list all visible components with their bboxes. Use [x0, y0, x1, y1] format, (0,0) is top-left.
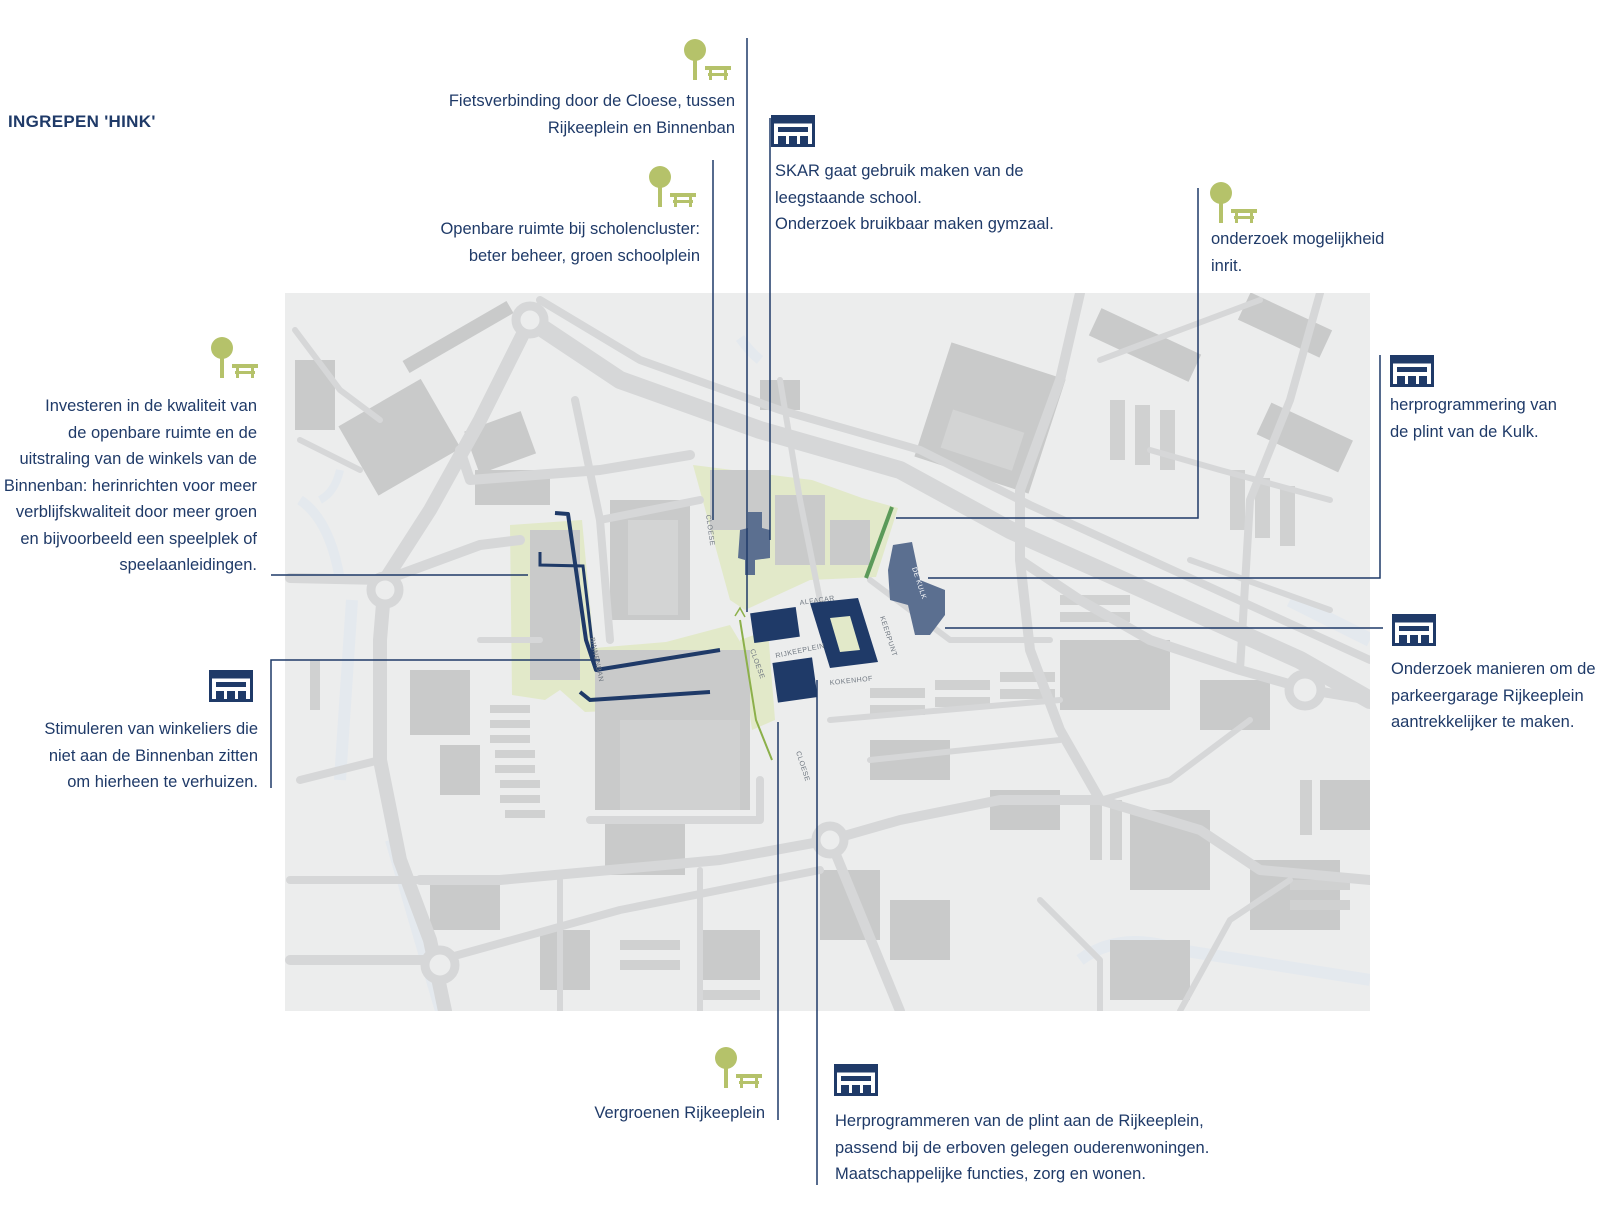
annotation-fietsverbinding: Fietsverbinding door de Cloese, tussen R… [448, 92, 735, 137]
binnenban-route-south [578, 690, 711, 703]
map-label-kokenhof: KOKENHOF [829, 676, 873, 687]
page-title: INGREPEN 'HINK' [8, 112, 156, 131]
annotation-binnenban: Investeren in de kwaliteit van de openba… [3, 397, 257, 574]
de-kulk-building [888, 542, 945, 635]
annotation-parkeergarage: Onderzoek manieren om de parkeergarage R… [1391, 660, 1596, 731]
park-icon-inrit [1210, 182, 1257, 223]
annotation-inrit: onderzoek mogelijkheid inrit. [1211, 230, 1385, 275]
annotation-winkeliers: Stimuleren van winkeliers die niet aan d… [44, 720, 258, 791]
cloese-green-path [739, 619, 773, 761]
binnenban-route-west [538, 552, 597, 669]
roundabouts-layer [366, 301, 1326, 985]
buildings-layer [295, 293, 1370, 1000]
shop-icon-plint [834, 1064, 878, 1096]
map-label-alfacar: ALFACAR [799, 595, 835, 607]
annotation-scholencluster: Openbare ruimte bij scholencluster: bete… [440, 220, 700, 265]
skar-school-building [738, 512, 770, 575]
tree-bench-icon [649, 166, 696, 207]
shop-icon-parkeergarage [1392, 614, 1436, 646]
shop-icon-skar [771, 115, 815, 147]
rijkeeplein-courtyard [830, 616, 860, 652]
shopfront-icon [834, 1064, 878, 1096]
park-icon-scholencluster [649, 166, 696, 207]
annotation-vergroenen: Vergroenen Rijkeeplein [594, 1104, 765, 1122]
annotation-skar: SKAR gaat gebruik maken van de leegstaan… [775, 162, 1054, 233]
park-icon-binnenban [211, 337, 258, 378]
shopfront-icon [209, 670, 253, 702]
shopfront-icon [771, 115, 815, 147]
park-icon-vergroenen [715, 1047, 762, 1088]
park-icon-fietsverbinding [684, 39, 731, 80]
shop-icon-winkeliers [209, 670, 253, 702]
base-map: BINNENBAN CLOESE CLOESE CLOESE RIJKEEPLE… [285, 293, 1370, 1011]
map-label-cloese-north: CLOESE [704, 514, 715, 546]
row-houses-layer [310, 400, 1350, 1000]
tree-bench-icon [1210, 182, 1257, 223]
shop-icon-kulk [1390, 355, 1434, 387]
leader-lines [270, 38, 1383, 1185]
tree-bench-icon [684, 39, 731, 80]
annotation-plint: Herprogrammeren van de plint aan de Rijk… [835, 1112, 1210, 1183]
annotation-kulk: herprogrammering van de plint van de Kul… [1390, 396, 1557, 441]
tree-bench-icon [715, 1047, 762, 1088]
shopfront-icon [1392, 614, 1436, 646]
inrit-line [864, 506, 894, 579]
shopfront-icon [1390, 355, 1434, 387]
tree-bench-icon [211, 337, 258, 378]
binnenban-route [554, 511, 721, 672]
